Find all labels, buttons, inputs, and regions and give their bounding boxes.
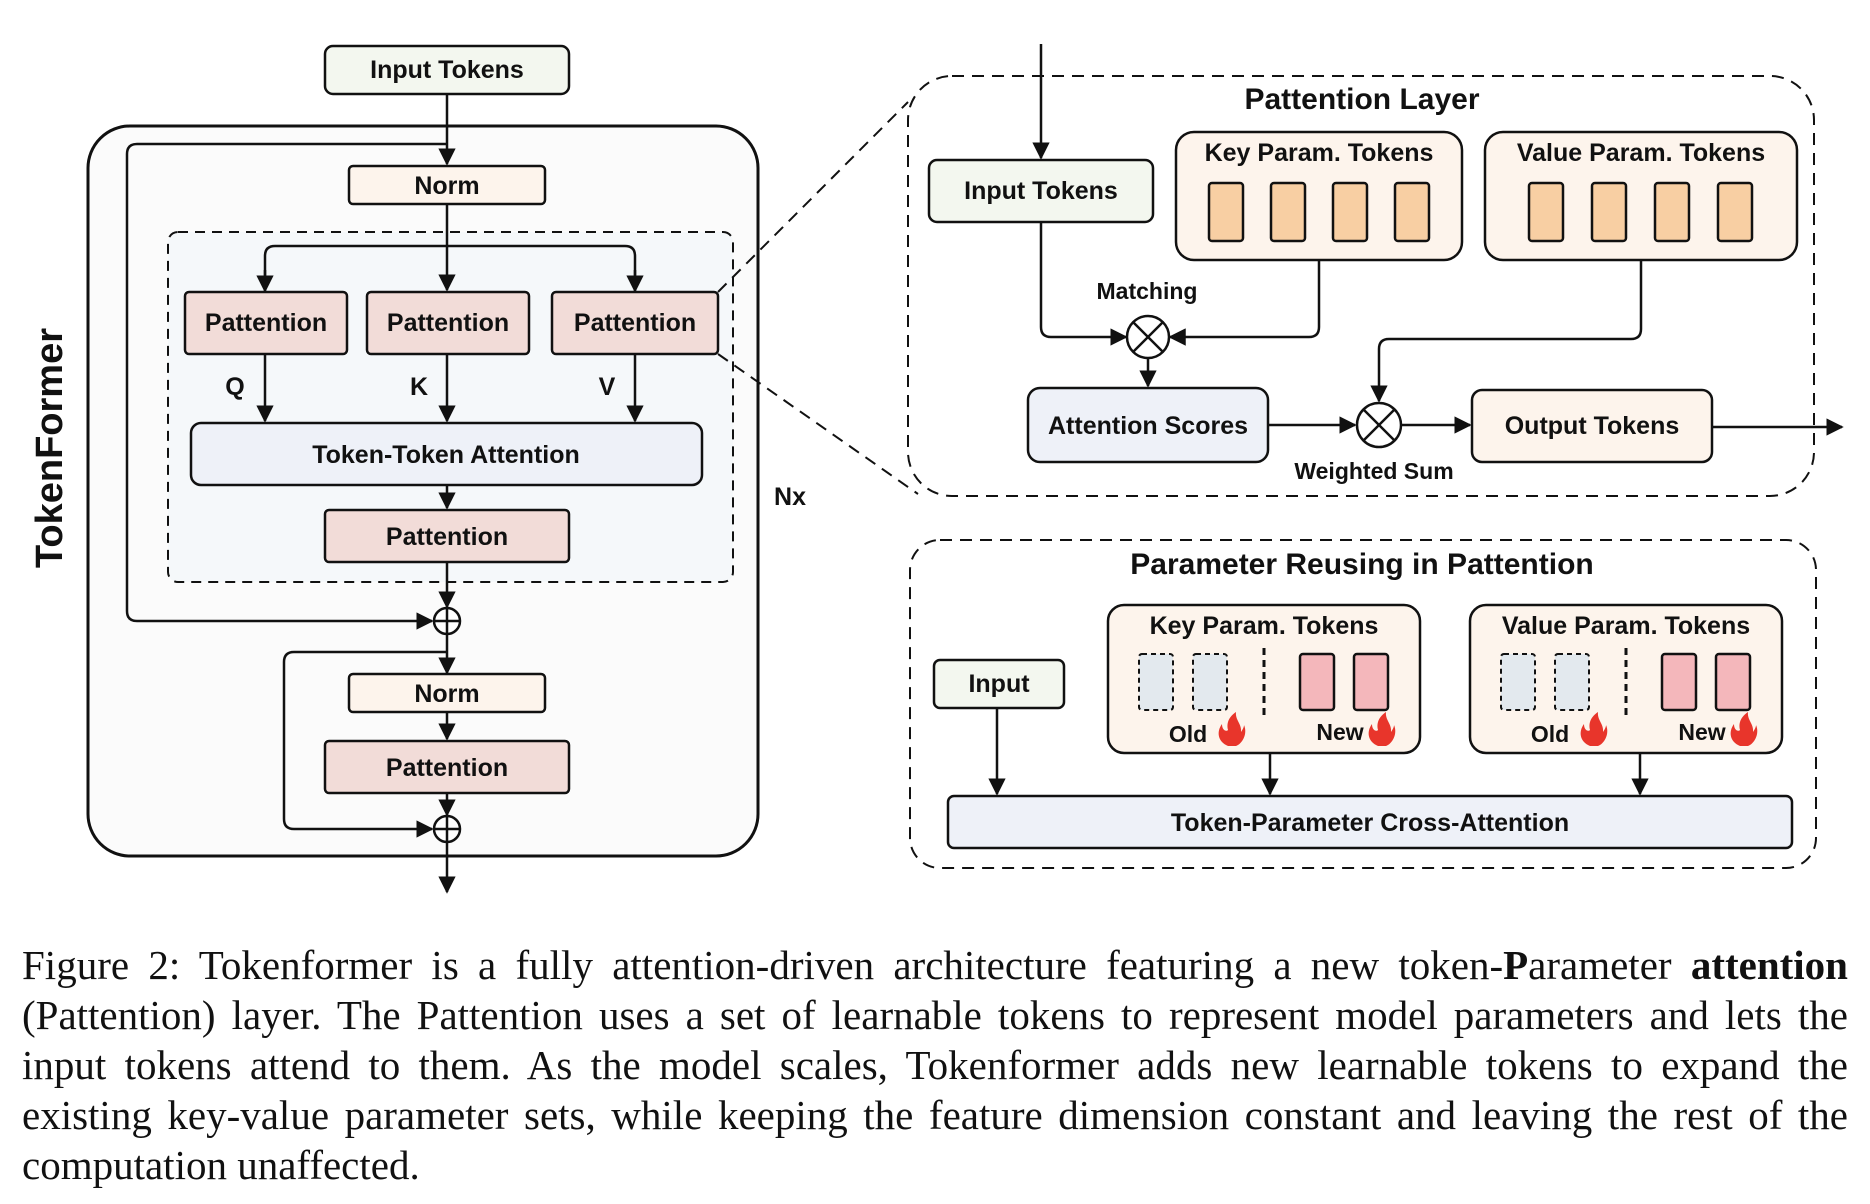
v-label: V <box>599 373 616 401</box>
pattention-label-v: Pattention <box>574 309 696 337</box>
input-tokens-label: Input Tokens <box>370 56 524 84</box>
caption-prefix: Figure 2: Tokenformer is a fully attenti… <box>22 942 1504 988</box>
reuse-input-box: Input <box>932 658 1066 710</box>
q-label: Q <box>225 373 244 401</box>
output-tokens-box: Output Tokens <box>1470 388 1714 464</box>
value-old-label: Old <box>1531 721 1569 747</box>
caption-bold-attention: attention <box>1690 942 1848 988</box>
norm-box-1: Norm <box>347 164 547 206</box>
input-tokens-box: Input Tokens <box>323 44 571 96</box>
key-token-3 <box>1331 181 1369 243</box>
weighted-sum-label: Weighted Sum <box>1294 458 1453 484</box>
pattention-layer-panel: Pattention Layer Input Tokens Key Param.… <box>907 44 1844 497</box>
pattention-label-ffn: Pattention <box>386 754 508 782</box>
reuse-value-param-tokens-box: Value Param. Tokens Old New <box>1468 603 1784 755</box>
attention-scores-box: Attention Scores <box>1026 386 1270 464</box>
parameter-reusing-panel: Parameter Reusing in Pattention Input Ke… <box>909 539 1817 869</box>
reuse-key-param-tokens-box: Key Param. Tokens Old New <box>1106 603 1422 755</box>
value-old-token-1 <box>1500 653 1536 711</box>
figure-caption: Figure 2: Tokenformer is a fully attenti… <box>22 940 1848 1190</box>
reuse-input-label: Input <box>968 670 1030 698</box>
pattention-label-out: Pattention <box>386 523 508 551</box>
matching-label: Matching <box>1097 278 1198 304</box>
caption-bold-p: P <box>1503 942 1529 988</box>
key-new-token-1 <box>1298 652 1336 712</box>
key-token-1 <box>1207 181 1245 243</box>
norm-label-2: Norm <box>414 680 479 708</box>
pl-value-param-tokens-box: Value Param. Tokens <box>1483 130 1799 262</box>
flame-icon <box>1580 712 1608 746</box>
key-old-token-2 <box>1192 653 1228 711</box>
pattention-box-ffn: Pattention <box>323 739 571 795</box>
value-token-2 <box>1590 181 1628 243</box>
key-token-2 <box>1269 181 1307 243</box>
pl-input-tokens-box: Input Tokens <box>927 158 1155 224</box>
tokenformer-block: TokenFormer Input Tokens Norm Pattention… <box>29 44 806 894</box>
flame-icon <box>1368 712 1396 746</box>
pl-key-param-tokens-label: Key Param. Tokens <box>1205 139 1434 167</box>
value-token-3 <box>1653 181 1691 243</box>
tokenformer-side-label: TokenFormer <box>29 328 71 568</box>
parameter-reusing-title: Parameter Reusing in Pattention <box>1130 548 1593 581</box>
pl-input-tokens-label: Input Tokens <box>964 177 1118 205</box>
key-new-token-2 <box>1352 652 1390 712</box>
key-old-label: Old <box>1169 721 1207 747</box>
flame-icon <box>1218 712 1246 746</box>
reuse-key-param-tokens-label: Key Param. Tokens <box>1150 612 1379 640</box>
value-new-label: New <box>1678 719 1725 745</box>
pattention-label-k: Pattention <box>387 309 509 337</box>
attention-scores-label: Attention Scores <box>1048 412 1248 440</box>
flame-icon <box>1730 712 1758 746</box>
add-icon-1 <box>432 606 462 636</box>
pattention-box-q: Pattention <box>183 290 349 356</box>
norm-box-2: Norm <box>347 672 547 714</box>
pl-value-param-tokens-label: Value Param. Tokens <box>1517 139 1765 167</box>
add-icon-2 <box>432 814 462 844</box>
key-token-4 <box>1393 181 1431 243</box>
value-old-token-2 <box>1554 653 1590 711</box>
matching-multiply-icon <box>1125 314 1171 360</box>
pattention-label-q: Pattention <box>205 309 327 337</box>
tokenformer-figure: TokenFormer Input Tokens Norm Pattention… <box>29 44 1844 894</box>
value-token-4 <box>1716 181 1754 243</box>
caption-mid: arameter <box>1528 942 1691 988</box>
reuse-value-param-tokens-label: Value Param. Tokens <box>1502 612 1750 640</box>
weighted-sum-multiply-icon <box>1355 401 1403 449</box>
token-parameter-cross-attention-box: Token-Parameter Cross-Attention <box>946 794 1794 850</box>
norm-label-1: Norm <box>414 172 479 200</box>
token-token-attention-label: Token-Token Attention <box>312 441 580 469</box>
nx-label: Nx <box>774 483 806 511</box>
value-new-token-1 <box>1660 652 1698 712</box>
token-parameter-cross-attention-label: Token-Parameter Cross-Attention <box>1171 809 1569 837</box>
value-token-1 <box>1527 181 1565 243</box>
pl-key-param-tokens-box: Key Param. Tokens <box>1174 130 1464 262</box>
k-label: K <box>410 373 428 401</box>
output-tokens-label: Output Tokens <box>1505 412 1680 440</box>
caption-rest: (Pattention) layer. The Pattention uses … <box>22 992 1848 1188</box>
pattention-layer-title: Pattention Layer <box>1244 83 1479 116</box>
pattention-box-k: Pattention <box>365 290 531 356</box>
key-old-token-1 <box>1138 653 1174 711</box>
token-token-attention-box: Token-Token Attention <box>189 421 704 487</box>
value-new-token-2 <box>1714 652 1752 712</box>
pattention-box-out: Pattention <box>323 508 571 564</box>
key-new-label: New <box>1316 719 1363 745</box>
pattention-box-v: Pattention <box>550 290 720 356</box>
